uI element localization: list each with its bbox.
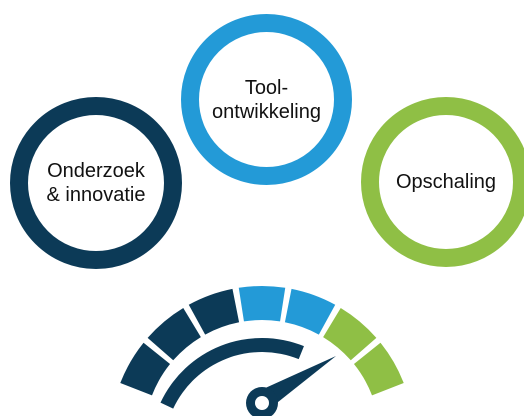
label-opschaling: Opschaling [361, 97, 524, 267]
label-tool-ontwikkeling: Tool- ontwikkeling [181, 14, 352, 185]
gauge-hub-center [255, 396, 269, 410]
gauge-needle-pointer [252, 356, 336, 410]
label-tool-line-2: ontwikkeling [212, 100, 321, 123]
label-tool-line-1: Tool- [244, 76, 289, 99]
gauge-segments [120, 286, 404, 396]
label-opschaling-line-1: Opschaling [395, 171, 497, 193]
gauge-segment-7 [353, 342, 404, 396]
gauge-segment-6 [323, 307, 377, 361]
gauge-hub [246, 387, 278, 416]
gauge-segment-2 [147, 307, 201, 361]
gauge-segment-4 [238, 286, 286, 322]
label-onderzoek: Onderzoek & innovatie [10, 97, 182, 269]
label-onderzoek-line-1: Onderzoek [47, 160, 145, 182]
gauge-segment-1 [120, 342, 171, 396]
gauge-segment-5 [284, 288, 336, 335]
gauge-needle [246, 356, 336, 416]
gauge-segment-3 [188, 288, 240, 335]
gauge-inner-arc [160, 338, 304, 409]
label-onderzoek-line-2: & innovatie [46, 184, 146, 206]
